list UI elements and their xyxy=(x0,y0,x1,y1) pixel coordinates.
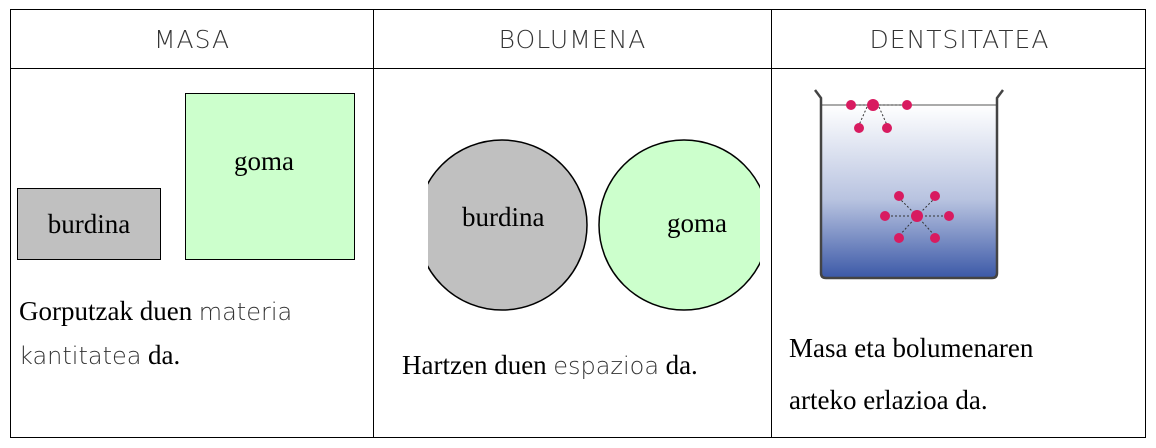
header-divider xyxy=(11,68,1145,69)
water-fill xyxy=(821,105,997,277)
column-divider xyxy=(373,10,374,437)
dentsitatea-text-1: Masa eta bolumenaren xyxy=(789,333,1034,363)
iron-circle-label: burdina xyxy=(462,202,545,232)
masa-text-1: Gorputzak duen xyxy=(19,296,193,326)
header-bolumena: BOLUMENA xyxy=(498,24,647,54)
bolumena-text-2: espazioa xyxy=(553,352,660,380)
volume-circles xyxy=(414,139,771,311)
circle-mask-left xyxy=(414,149,428,299)
masa-description: Gorputzak duen materia kantitatea da. xyxy=(19,290,369,378)
bolumena-description: Hartzen duen espazioa da. xyxy=(402,344,772,388)
masa-text-4: da. xyxy=(147,340,181,370)
dentsitatea-text-2: arteko erlazioa da. xyxy=(789,385,988,415)
rubber-box-label: goma xyxy=(234,146,294,176)
rubber-circle-label: goma xyxy=(667,208,727,238)
circle-mask-right xyxy=(760,149,771,299)
iron-box: burdina xyxy=(17,188,161,260)
beaker-wall xyxy=(814,89,1004,280)
molecule-surface xyxy=(846,99,912,133)
header-masa: MASA xyxy=(153,24,231,54)
comparison-table: MASA BOLUMENA DENTSITATEA burdina goma G… xyxy=(10,9,1146,438)
masa-text-3: kantitatea xyxy=(19,342,142,370)
column-divider xyxy=(771,10,772,437)
molecule-submerged xyxy=(880,191,954,243)
iron-box-label: burdina xyxy=(47,208,131,239)
header-dentsitatea: DENTSITATEA xyxy=(869,24,1050,54)
bolumena-text-1: Hartzen duen xyxy=(402,350,547,380)
masa-text-2: materia xyxy=(198,298,293,326)
rubber-box: goma xyxy=(185,93,355,260)
dentsitatea-description: Masa eta bolumenaren arteko erlazioa da. xyxy=(789,322,1139,426)
beaker-icon xyxy=(814,89,1004,280)
bolumena-text-3: da. xyxy=(665,350,698,380)
